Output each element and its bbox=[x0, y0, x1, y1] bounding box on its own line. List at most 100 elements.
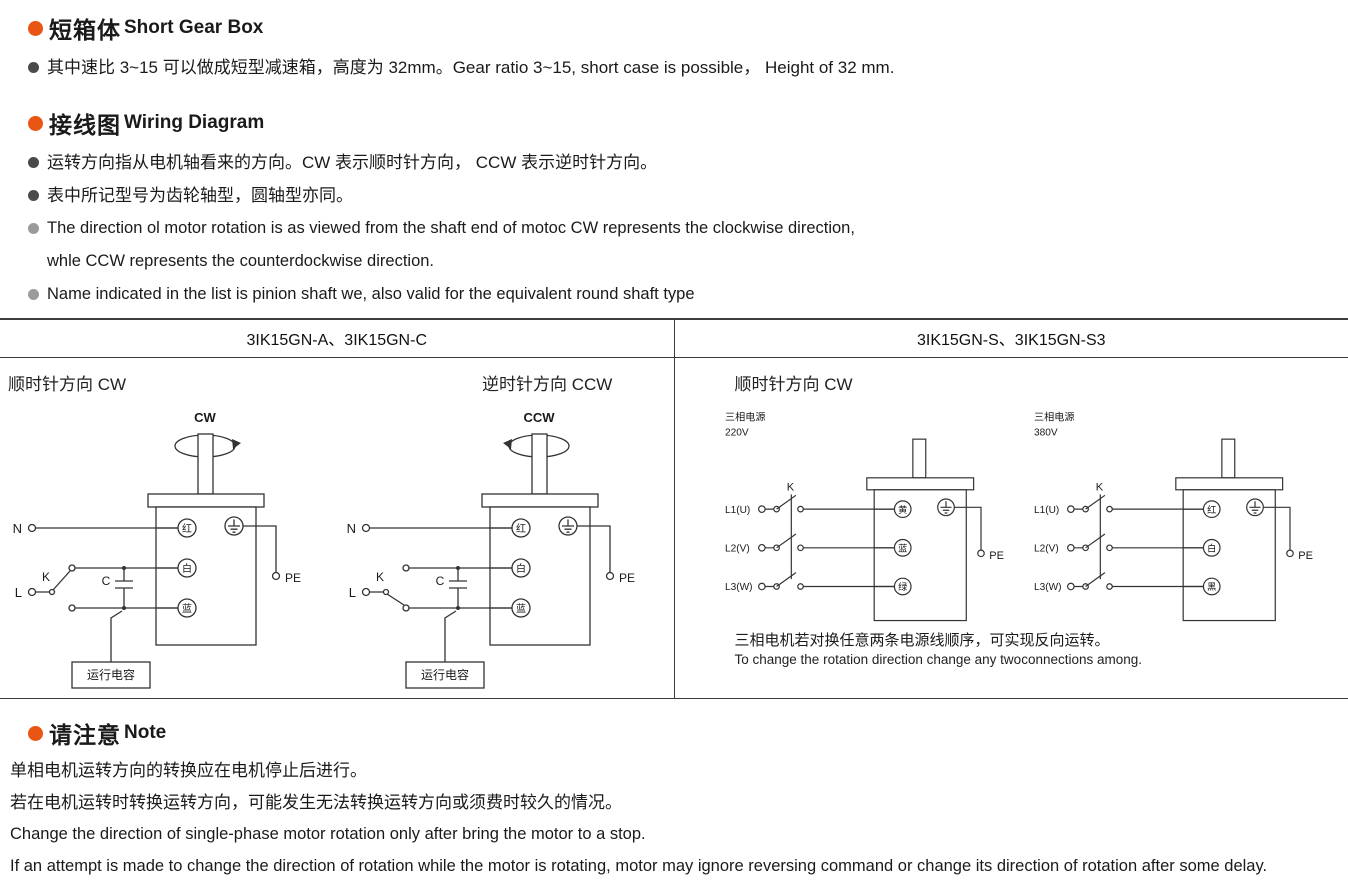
wires bbox=[1073, 506, 1291, 588]
note-text: 其中速比 3~15 可以做成短型减速箱，高度为 32mm。Gear ratio … bbox=[47, 58, 895, 77]
orange-bullet-icon bbox=[28, 725, 43, 741]
terminal-white bbox=[511, 558, 531, 578]
k-label: K bbox=[42, 570, 50, 584]
wiring-diagram-ccw: CCW N L K C PE 红 白 蓝 运行电容 bbox=[347, 410, 635, 689]
three-phase-reversal-note: 三相电机若对换任意两条电源线顺序，可实现反向运转。 To change the … bbox=[735, 631, 1348, 669]
single-phase-diagrams: CW N L K C PE 红 白 蓝 运行电容 bbox=[0, 406, 674, 698]
pe-terminal bbox=[271, 571, 281, 581]
switch-k bbox=[48, 564, 76, 612]
k-label: K bbox=[786, 482, 794, 494]
section-title-en: Wiring Diagram bbox=[124, 112, 265, 133]
motor-shaft bbox=[531, 433, 548, 495]
wires bbox=[35, 525, 277, 609]
wires bbox=[369, 525, 611, 609]
l2-label: L2(V) bbox=[725, 543, 750, 554]
orange-bullet-icon bbox=[28, 20, 43, 36]
wiring-note-line: Name indicated in the list is pinion sha… bbox=[28, 283, 1348, 306]
ground-terminal-icon bbox=[224, 516, 244, 536]
l-terminal bbox=[361, 587, 371, 597]
terminal-blue bbox=[511, 598, 531, 618]
terminal-label-yellow: 黄 bbox=[898, 504, 907, 515]
k-label: K bbox=[1095, 482, 1103, 494]
sublabel-row: 顺时针方向 CW bbox=[675, 358, 1348, 404]
rotation-label: CCW bbox=[523, 410, 555, 425]
table-header-left: 3IK15GN-A、3IK15GN-C bbox=[0, 320, 675, 357]
arrowhead-icon bbox=[232, 439, 241, 449]
wiring-note-line: 表中所记型号为齿轮轴型，圆轴型亦同。 bbox=[28, 184, 1348, 207]
terminal-label-white: 白 bbox=[1207, 542, 1216, 553]
capacitor-box-leader bbox=[110, 610, 123, 662]
l3-label: L3(W) bbox=[725, 582, 753, 593]
wiring-diagram-380v: 三相电源 380V K L1(U) L2(V) L3(W) PE 红 白 黑 bbox=[1034, 411, 1313, 622]
wiring-table: 3IK15GN-A、3IK15GN-C 3IK15GN-S、3IK15GN-S3… bbox=[0, 318, 1348, 699]
terminal-red bbox=[1202, 500, 1221, 519]
wires bbox=[764, 506, 982, 588]
l-label: L bbox=[15, 585, 22, 600]
wiring-table-body: 顺时针方向 CW 逆时针方向 CCW bbox=[0, 358, 1348, 698]
table-cell-single-phase: 顺时针方向 CW 逆时针方向 CCW bbox=[0, 358, 675, 698]
note-line: 若在电机运转时转换运转方向，可能发生无法转换运转方向或须费时较久的情况。 bbox=[10, 793, 622, 812]
terminal-label-red: 红 bbox=[516, 522, 526, 535]
pe-label: PE bbox=[619, 571, 635, 585]
l-terminal bbox=[27, 587, 37, 597]
capacitor-box bbox=[71, 661, 151, 689]
terminal-blue bbox=[177, 598, 197, 618]
motor-cap bbox=[147, 493, 265, 508]
switch-k bbox=[757, 494, 804, 591]
switch-k bbox=[382, 564, 410, 612]
bullet-icon bbox=[28, 62, 39, 73]
ground-terminal-icon bbox=[936, 498, 955, 517]
voltage-label: 380V bbox=[1034, 427, 1058, 438]
terminal-label-red: 红 bbox=[1207, 504, 1216, 515]
note-line: If an attempt is made to change the dire… bbox=[10, 857, 1268, 875]
terminal-label-red: 红 bbox=[182, 522, 192, 535]
n-terminal bbox=[361, 523, 371, 533]
terminal-blue bbox=[893, 538, 912, 557]
terminal-white bbox=[177, 558, 197, 578]
short-gear-box-note-line: 其中速比 3~15 可以做成短型减速箱，高度为 32mm。Gear ratio … bbox=[28, 56, 1348, 79]
motor-shaft bbox=[1220, 438, 1235, 479]
bullet-icon bbox=[28, 289, 39, 300]
sublabel-ccw: 逆时针方向 CCW bbox=[482, 375, 613, 394]
voltage-label: 220V bbox=[725, 427, 749, 438]
note-text: 表中所记型号为齿轮轴型，圆轴型亦同。 bbox=[47, 186, 353, 205]
capacitor-box-label: 运行电容 bbox=[87, 667, 135, 682]
n-label: N bbox=[13, 521, 22, 536]
source-label: 三相电源 bbox=[1034, 411, 1074, 424]
arrowhead-icon bbox=[503, 439, 512, 449]
ground-terminal-icon bbox=[558, 516, 578, 536]
terminal-red bbox=[511, 518, 531, 538]
terminal-black bbox=[1202, 577, 1221, 596]
sublabel-cw-three-phase: 顺时针方向 CW bbox=[734, 375, 853, 394]
note-text: 运转方向指从电机轴看来的方向。CW 表示顺时针方向， CCW 表示逆时针方向。 bbox=[47, 153, 658, 172]
capacitor-box bbox=[405, 661, 485, 689]
section-heading-short-gear-box: 短箱体 Short Gear Box bbox=[28, 14, 1348, 43]
terminal-label-white: 白 bbox=[182, 562, 192, 575]
section-title-en: Short Gear Box bbox=[124, 17, 264, 38]
motor-cap bbox=[865, 477, 974, 491]
n-label: N bbox=[347, 521, 356, 536]
note-line: Change the direction of single-phase mot… bbox=[10, 825, 646, 843]
ground-terminal-icon bbox=[1245, 498, 1264, 517]
motor-shaft bbox=[197, 433, 214, 495]
motor-cap bbox=[481, 493, 599, 508]
table-header-right: 3IK15GN-S、3IK15GN-S3 bbox=[916, 332, 1106, 349]
source-label: 三相电源 bbox=[725, 411, 765, 424]
switch-blade bbox=[52, 570, 71, 591]
wiring-diagram-220v: 三相电源 220V K L1(U) L2(V) L3(W) PE 黄 蓝 绿 bbox=[725, 411, 1004, 622]
note-text-cn: 三相电机若对换任意两条电源线顺序，可实现反向运转。 bbox=[734, 632, 1110, 649]
pe-label: PE bbox=[1298, 550, 1313, 562]
orange-bullet-icon bbox=[28, 115, 43, 131]
note-text: whle CCW represents the counterdockwise … bbox=[47, 252, 435, 270]
l2-label: L2(V) bbox=[1034, 543, 1059, 554]
terminal-label-green: 绿 bbox=[898, 581, 907, 592]
n-terminal bbox=[27, 523, 37, 533]
l1-label: L1(U) bbox=[1034, 505, 1059, 516]
motor-cap bbox=[1174, 477, 1283, 491]
bullet-icon bbox=[28, 223, 39, 234]
section-title-en: Note bbox=[124, 722, 167, 743]
motor-shaft bbox=[911, 438, 926, 479]
rotation-label: CW bbox=[194, 410, 216, 425]
pe-label: PE bbox=[989, 550, 1004, 562]
